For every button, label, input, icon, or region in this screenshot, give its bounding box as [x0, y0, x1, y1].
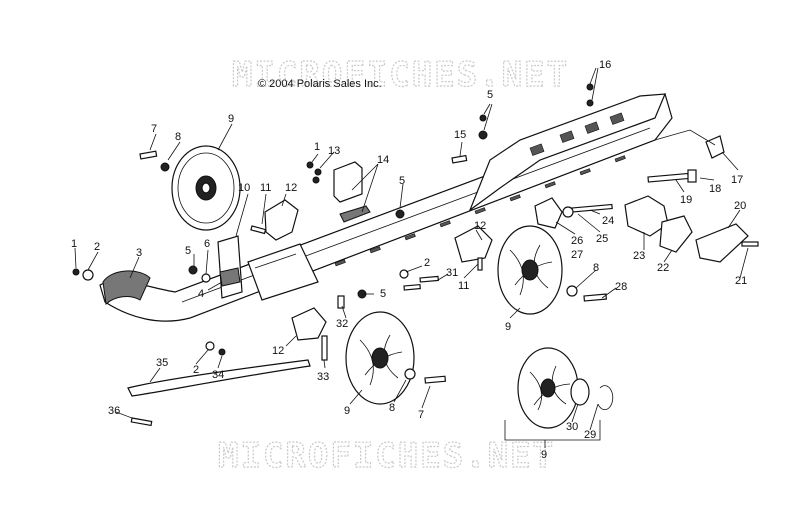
callout-15: 15	[454, 129, 466, 141]
leader-lines	[74, 67, 749, 448]
wheel-mount-12-right	[454, 225, 493, 263]
callout-12: 12	[272, 345, 284, 357]
callout-22: 22	[657, 262, 669, 274]
callout-13: 13	[328, 145, 340, 157]
wheel-mount-12-top	[264, 199, 299, 241]
callout-11: 11	[260, 182, 271, 194]
callout-31: 31	[446, 267, 458, 279]
callout-5: 5	[185, 245, 191, 257]
slide-rail	[99, 92, 673, 322]
fasteners	[72, 83, 759, 427]
callout-1: 1	[314, 141, 320, 153]
callout-9: 9	[541, 449, 547, 461]
callout-21: 21	[735, 275, 747, 287]
callout-25: 25	[596, 233, 608, 245]
wheel-group-bracket	[504, 420, 601, 441]
idler-wheel-right	[497, 225, 563, 315]
callout-14: 14	[377, 154, 389, 166]
callout-8: 8	[175, 131, 181, 143]
callout-11: 11	[458, 280, 469, 292]
clip-17	[705, 135, 725, 159]
callout-32: 32	[336, 318, 348, 330]
callout-27: 27	[571, 249, 583, 261]
idler-wheel-bottom	[517, 347, 614, 429]
callout-10: 10	[238, 182, 250, 194]
callout-9: 9	[505, 321, 511, 333]
callout-12: 12	[285, 182, 297, 194]
watermark-bottom: MICROFICHES.NET	[218, 436, 555, 476]
block-26	[534, 197, 563, 229]
callout-28: 28	[615, 281, 627, 293]
callout-2: 2	[424, 257, 430, 269]
callout-2: 2	[94, 241, 100, 253]
callout-4: 4	[198, 288, 204, 300]
callout-34: 34	[212, 369, 224, 381]
callout-2: 2	[193, 364, 199, 376]
wear-strip	[127, 359, 311, 397]
copyright-text: © 2004 Polaris Sales Inc.	[258, 78, 382, 90]
callout-30: 30	[566, 421, 578, 433]
callout-17: 17	[731, 174, 743, 186]
callout-9: 9	[344, 405, 350, 417]
block-22	[659, 215, 693, 253]
callout-18: 18	[709, 183, 721, 195]
callout-29: 29	[584, 429, 596, 441]
callout-16: 16	[599, 59, 611, 71]
callout-3: 3	[136, 247, 142, 259]
callout-35: 35	[156, 357, 168, 369]
callout-6: 6	[204, 238, 210, 250]
callout-24: 24	[602, 215, 614, 227]
callout-26: 26	[571, 235, 583, 247]
callout-5: 5	[487, 89, 493, 101]
callout-7: 7	[151, 123, 157, 135]
callout-5: 5	[399, 175, 405, 187]
callout-8: 8	[593, 262, 599, 274]
wheel-mount-12-bottom	[291, 307, 327, 341]
idler-wheel-center	[345, 311, 415, 405]
callout-labels: 16 5 15 7 8 9 1 13 14 5 17 18 19 10 11 1…	[71, 59, 747, 461]
idler-wheel-top-left	[171, 145, 241, 231]
callout-33: 33	[317, 371, 329, 383]
callout-20: 20	[734, 200, 746, 212]
bracket-14	[333, 161, 371, 223]
callout-8: 8	[389, 402, 395, 414]
callout-12: 12	[474, 220, 486, 232]
plate-20	[695, 223, 749, 263]
rail-tip	[102, 270, 151, 305]
callout-7: 7	[418, 409, 424, 421]
callout-1: 1	[71, 238, 77, 250]
bracket-4	[219, 267, 241, 287]
callout-19: 19	[680, 194, 692, 206]
callout-23: 23	[633, 250, 645, 262]
callout-36: 36	[108, 405, 120, 417]
watermark-top: MICROFICHES.NET	[232, 55, 569, 95]
callout-9: 9	[228, 113, 234, 125]
callout-5: 5	[380, 288, 386, 300]
bracket-10	[217, 235, 243, 299]
